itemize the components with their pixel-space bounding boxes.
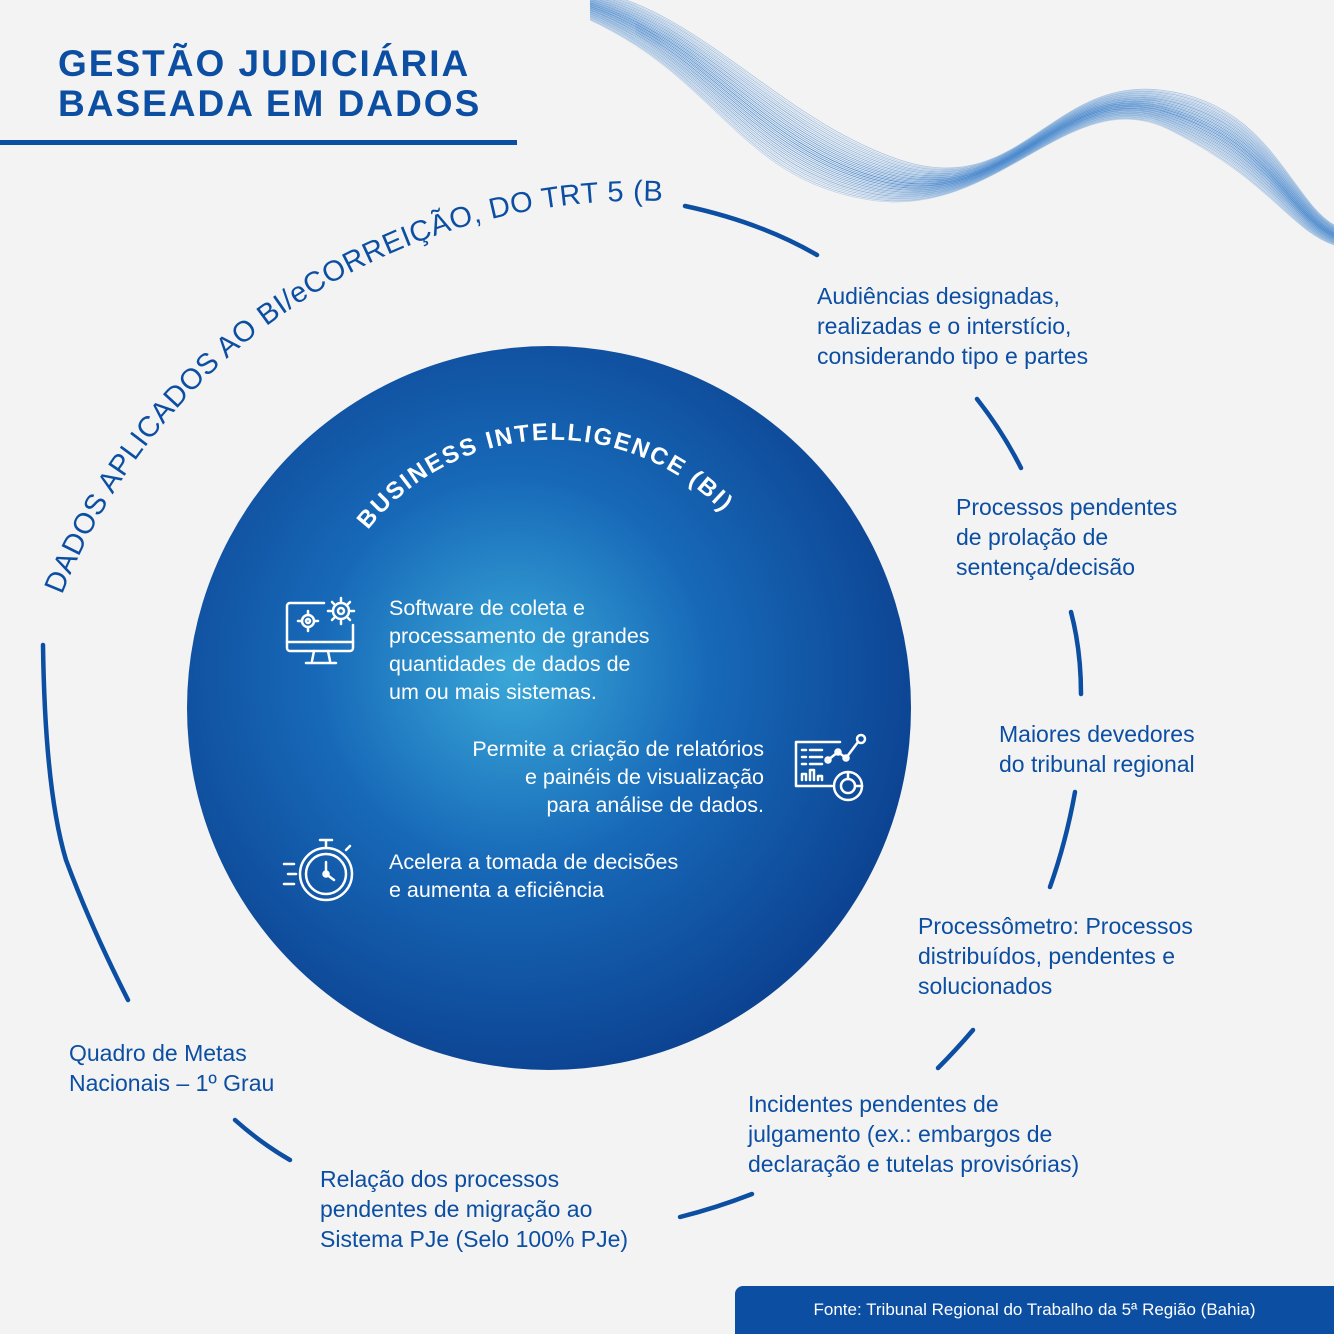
ring-segment [935, 1027, 976, 1071]
bi-core-circle [187, 346, 911, 1070]
ring-segment [232, 1117, 293, 1163]
wave-line [589, 19, 1334, 246]
outer-ring [40, 203, 1084, 1220]
stopwatch-icon [282, 838, 354, 902]
wave-line [604, 0, 1334, 229]
ring-segment [40, 642, 131, 1003]
wave-line [611, 0, 1334, 228]
item-migracao-pje: Relação dos processos pendentes de migra… [320, 1166, 629, 1252]
wave-line [589, 4, 1334, 236]
feature-decisoes: Acelera a tomada de decisões e aumenta a… [389, 850, 679, 902]
item-incidentes: Incidentes pendentes de julgamento (ex.:… [748, 1091, 1080, 1177]
ring-segment [677, 1191, 755, 1220]
wave-line [589, 9, 1334, 239]
monitor-gears-icon [285, 596, 356, 665]
item-maiores-devedores: Maiores devedores do tribunal regional [999, 721, 1195, 777]
wave-line [589, 5, 1334, 237]
decorative-waves [589, 0, 1334, 246]
wave-line [589, 1, 1334, 234]
source-footer: Fonte: Tribunal Regional do Trabalho da … [735, 1286, 1334, 1334]
wave-line [621, 0, 1334, 226]
wave-line [608, 0, 1334, 229]
wave-line [589, 14, 1334, 242]
item-audiencias: Audiências designadas, realizadas e o in… [817, 283, 1089, 369]
ring-segment [682, 203, 820, 258]
feature-software: Software de coleta e processamento de gr… [389, 596, 650, 704]
wave-line [589, 5, 1334, 236]
wave-line [589, 15, 1334, 243]
wave-line [624, 0, 1334, 226]
wave-line [589, 2, 1334, 234]
item-processometro: Processômetro: Processos distribuídos, p… [918, 913, 1193, 999]
ring-segment [974, 396, 1024, 471]
wave-line [589, 11, 1334, 240]
ring-segment [1068, 609, 1084, 697]
wave-line [594, 0, 1334, 231]
wave-line [589, 0, 1334, 233]
wave-line [589, 18, 1334, 245]
ring-segment [1047, 789, 1078, 890]
title-underline [0, 140, 517, 145]
item-processos-pendentes: Processos pendentes de prolação de sente… [956, 494, 1178, 580]
wave-line [597, 0, 1334, 231]
feature-relatorios: Permite a criação de relatórios e painéi… [472, 737, 764, 817]
wave-line [589, 12, 1334, 241]
wave-line [589, 3, 1334, 235]
wave-line [591, 0, 1334, 232]
wave-line [589, 17, 1334, 245]
wave-line [618, 0, 1334, 227]
title-line-2: BASEADA EM DADOS [58, 83, 482, 124]
wave-line [589, 13, 1334, 242]
wave-line [614, 0, 1334, 228]
title-line-1: GESTÃO JUDICIÁRIA [58, 43, 471, 84]
wave-line [589, 16, 1334, 244]
item-quadro-metas: Quadro de Metas Nacionais – 1º Grau [69, 1040, 275, 1096]
wave-line [589, 7, 1334, 238]
wave-line [589, 0, 1334, 233]
page-title: GESTÃO JUDICIÁRIA BASEADA EM DADOS [58, 44, 481, 124]
wave-line [589, 15, 1334, 243]
analytics-report-icon [794, 733, 867, 802]
wave-line [601, 0, 1334, 230]
